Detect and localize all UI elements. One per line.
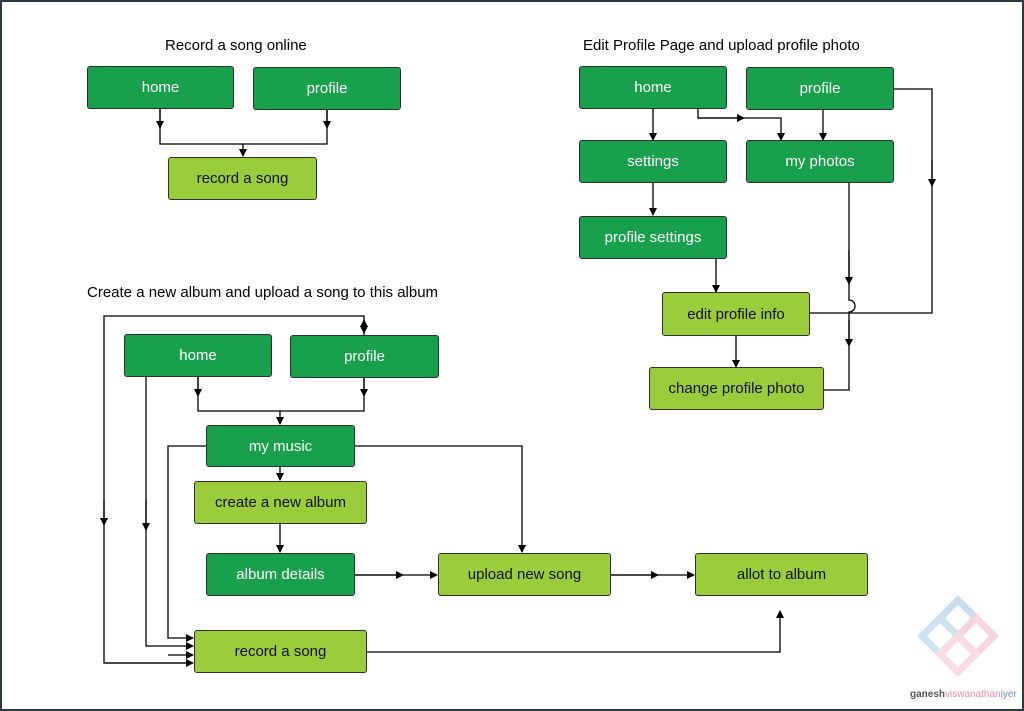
d3-upload-song-node[interactable]: upload new song xyxy=(438,553,611,596)
edge-d3-mymusic-record xyxy=(167,445,206,642)
d2-home-node[interactable]: home xyxy=(579,66,727,109)
d1-profile-node[interactable]: profile xyxy=(253,67,401,110)
watermark-logo-icon xyxy=(918,595,999,677)
d3-create-album-node[interactable]: create a new album xyxy=(194,481,367,524)
d3-profile-node[interactable]: profile xyxy=(290,335,439,378)
d2-profile-node[interactable]: profile xyxy=(746,67,894,110)
diagram2-title: Edit Profile Page and upload profile pho… xyxy=(583,37,860,54)
d3-allot-album-node[interactable]: allot to album xyxy=(695,553,868,596)
d3-album-details-node[interactable]: album details xyxy=(206,553,355,596)
diagram3-title: Create a new album and upload a song to … xyxy=(87,284,439,301)
edge-d2-profile-edit xyxy=(810,88,933,314)
edge-d3-home-mymusic xyxy=(197,377,284,425)
edge-d1-profile-record xyxy=(243,109,328,145)
edge-d3-mymusic-upload xyxy=(355,445,526,553)
d1-home-node[interactable]: home xyxy=(87,66,234,109)
diagram1-title: Record a song online xyxy=(165,37,307,54)
d1-record-song-node[interactable]: record a song xyxy=(168,157,317,200)
d3-home-node[interactable]: home xyxy=(124,334,272,377)
d2-profile-settings-node[interactable]: profile settings xyxy=(579,216,727,259)
d3-my-music-node[interactable]: my music xyxy=(206,425,355,467)
d2-edit-profile-info-node[interactable]: edit profile info xyxy=(662,292,810,336)
watermark-text: ganeshviswanathaniyer xyxy=(910,689,1017,700)
edge-d3-record-allot xyxy=(367,610,784,653)
d2-settings-node[interactable]: settings xyxy=(579,140,727,183)
d2-my-photos-node[interactable]: my photos xyxy=(746,140,894,183)
edge-d2-myphotos-changephoto xyxy=(824,183,856,391)
d2-change-profile-photo-node[interactable]: change profile photo xyxy=(649,367,824,410)
edge-d3-profile-mymusic xyxy=(280,378,365,412)
edge-d3-home-record xyxy=(145,377,194,650)
edge-d2-home-myphotos xyxy=(697,108,785,141)
edge-d1-home-record xyxy=(159,109,247,157)
d3-record-song-node[interactable]: record a song xyxy=(194,630,367,673)
